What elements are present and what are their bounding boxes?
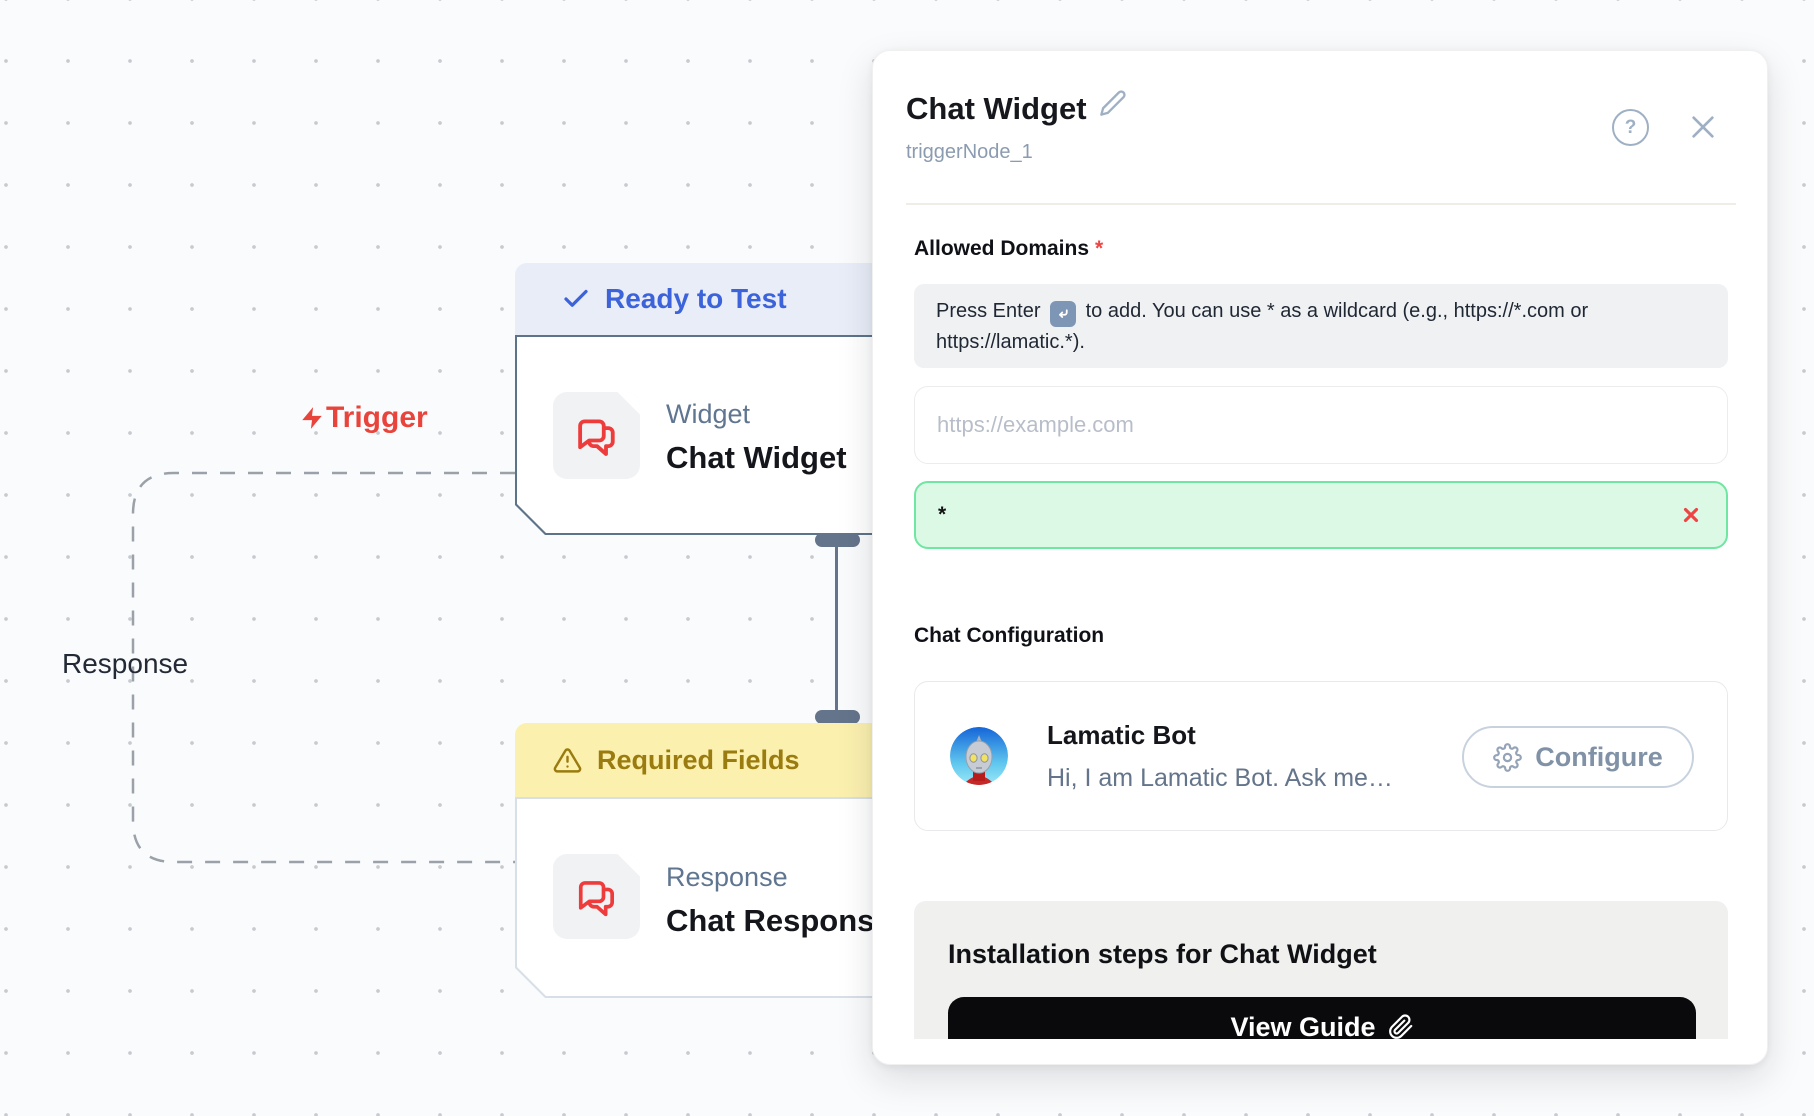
response-node-type: Response: [666, 862, 788, 892]
pencil-icon: [1099, 89, 1131, 117]
widget-node-type: Widget: [666, 399, 751, 429]
gear-icon: [1493, 742, 1523, 772]
configure-button[interactable]: Configure: [1462, 726, 1694, 788]
check-icon: [561, 284, 591, 314]
chat-bubbles-icon: [570, 409, 624, 463]
node-connector-edge: [835, 540, 838, 718]
paperclip-icon: [1388, 1014, 1414, 1039]
domain-entry-value: *: [938, 503, 947, 526]
bot-name: Lamatic Bot: [1047, 719, 1196, 750]
rename-node-button[interactable]: [1099, 87, 1131, 119]
help-button[interactable]: ?: [1612, 109, 1649, 146]
widget-output-handle[interactable]: [815, 533, 860, 547]
close-panel-button[interactable]: [1687, 111, 1719, 143]
required-asterisk: *: [1095, 237, 1104, 260]
alert-triangle-icon: [553, 746, 582, 775]
trigger-label: Trigger: [299, 401, 428, 435]
response-input-handle[interactable]: [815, 710, 860, 724]
x-icon: [1680, 504, 1704, 526]
installation-section: Installation steps for Chat Widget View …: [914, 901, 1728, 1039]
header-divider: [906, 203, 1736, 205]
x-icon: [1687, 111, 1719, 143]
node-config-panel: Chat Widget triggerNode_1 ? Allowed Doma…: [872, 50, 1768, 1065]
node-id: triggerNode_1: [906, 141, 1033, 163]
chat-bubbles-icon: [571, 871, 623, 923]
domain-entry-chip: *: [914, 481, 1728, 549]
panel-title: Chat Widget: [906, 91, 1087, 126]
lightning-icon: [299, 405, 325, 431]
allowed-domains-label: Allowed Domains*: [914, 237, 1104, 260]
widget-node-title: Chat Widget: [666, 440, 847, 475]
bot-description: Hi, I am Lamatic Bot. Ask me…: [1047, 763, 1393, 792]
bot-avatar: [950, 727, 1008, 785]
help-circle-icon: ?: [1624, 116, 1637, 138]
installation-heading: Installation steps for Chat Widget: [948, 939, 1377, 969]
response-edge-label: Response: [62, 648, 189, 679]
return-arrow-icon: [1050, 301, 1077, 327]
chat-response-icon-tile: [553, 854, 640, 939]
view-guide-button[interactable]: View Guide: [948, 997, 1696, 1039]
bot-card: Lamatic Bot Hi, I am Lamatic Bot. Ask me…: [914, 681, 1728, 831]
chat-configuration-heading: Chat Configuration: [914, 624, 1105, 647]
domain-input[interactable]: [914, 386, 1728, 464]
remove-domain-button[interactable]: [1680, 503, 1704, 527]
chat-widget-icon-tile: [553, 392, 640, 479]
allowed-domains-helper: Press Enter to add. You can use * as a w…: [914, 284, 1728, 368]
response-node-title: Chat Response: [666, 903, 892, 938]
